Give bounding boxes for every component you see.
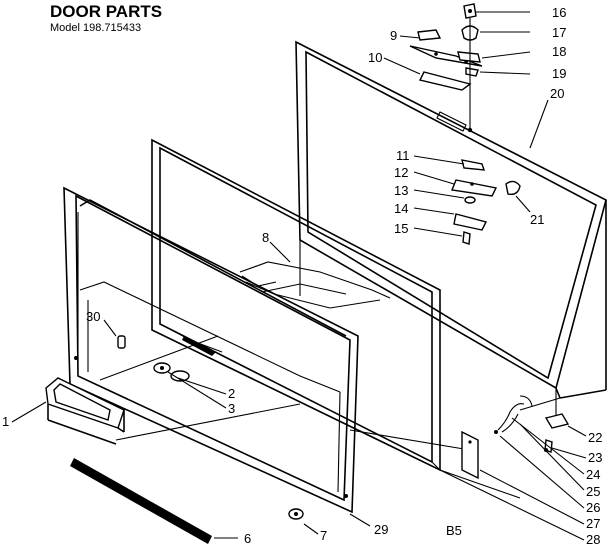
callout-12: 12 <box>394 165 408 180</box>
callout-18: 18 <box>552 44 566 59</box>
callout-11: 11 <box>396 148 410 163</box>
callout-26: 26 <box>586 500 600 515</box>
callout-6: 6 <box>244 531 251 546</box>
callout-7: 7 <box>320 528 327 543</box>
callout-20: 20 <box>550 86 564 101</box>
mid-hinge-parts <box>451 159 521 245</box>
trim-strip <box>70 458 212 544</box>
screw <box>288 508 304 520</box>
inner-door-liner <box>63 186 359 514</box>
top-hinge-parts <box>409 3 483 130</box>
callout-9: 9 <box>390 28 397 43</box>
callout-13: 13 <box>394 183 408 198</box>
callout-labels: 16 17 18 19 20 9 10 11 12 13 14 15 21 8 … <box>2 5 602 547</box>
callout-27: 27 <box>586 516 600 531</box>
model-number: Model 198.715433 <box>50 22 141 34</box>
bottom-hinge-parts <box>461 395 570 480</box>
callout-25: 25 <box>586 484 600 499</box>
callout-17: 17 <box>552 25 566 40</box>
callout-3: 3 <box>228 401 235 416</box>
callout-1: 1 <box>2 414 9 429</box>
callout-22: 22 <box>588 430 602 445</box>
page-title: DOOR PARTS <box>50 2 162 21</box>
callout-10: 10 <box>368 50 382 65</box>
callout-30: 30 <box>86 309 100 324</box>
callout-24: 24 <box>586 467 600 482</box>
callout-23: 23 <box>588 450 602 465</box>
door-gasket <box>151 138 441 472</box>
leader-lines <box>11 11 587 541</box>
callout-28: 28 <box>586 532 600 547</box>
callout-16: 16 <box>552 5 566 20</box>
callout-19: 19 <box>552 66 566 81</box>
callout-21: 21 <box>530 212 544 227</box>
door-handle <box>45 377 125 445</box>
assembly-lines <box>99 240 561 499</box>
callout-14: 14 <box>394 201 408 216</box>
callout-8: 8 <box>262 230 269 245</box>
callout-15: 15 <box>394 221 408 236</box>
footer-code: B5 <box>446 523 462 538</box>
callout-29: 29 <box>374 522 388 537</box>
callout-2: 2 <box>228 386 235 401</box>
latch-parts <box>153 362 190 382</box>
